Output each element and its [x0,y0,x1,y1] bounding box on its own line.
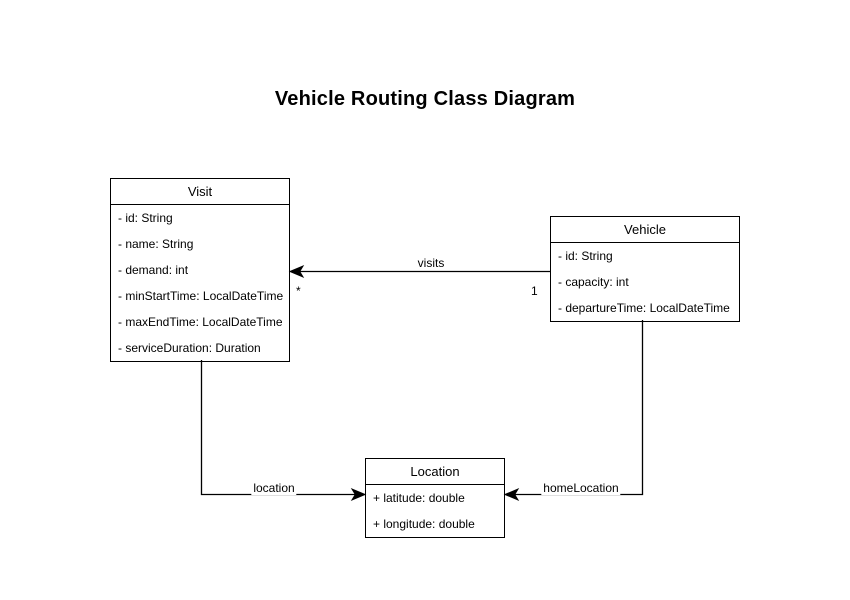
association-homelocation [503,320,644,502]
class-attribute: - serviceDuration: Duration [118,341,261,355]
edge-label-visits: visits [415,256,447,270]
class-box-location: Location + latitude: double + longitude:… [365,458,505,538]
arrowhead-left-icon [503,487,520,502]
class-box-visit: Visit - id: String - name: String - dema… [110,178,290,362]
edge-label-location: location [251,481,297,495]
class-attribute: - name: String [118,237,194,251]
edge-label-homelocation: homeLocation [541,481,621,495]
arrowhead-right-icon [350,487,367,502]
class-attribute: + longitude: double [373,517,475,531]
multiplicity-vehicle-side: 1 [531,284,538,298]
class-attribute: - minStartTime: LocalDateTime [118,289,284,303]
class-attribute: - departureTime: LocalDateTime [558,301,730,315]
class-attribute: - maxEndTime: LocalDateTime [118,315,283,329]
class-attribute: - capacity: int [558,275,629,289]
association-location [200,360,367,502]
class-attribute: + latitude: double [373,491,465,505]
class-name-location: Location [366,459,504,485]
diagram-title: Vehicle Routing Class Diagram [274,88,576,110]
multiplicity-visit-side: * [296,284,301,298]
arrowhead-left-icon [288,264,305,279]
class-attribute: - demand: int [118,263,189,277]
class-name-vehicle: Vehicle [551,217,739,243]
class-attribute: - id: String [118,211,173,225]
class-box-vehicle: Vehicle - id: String - capacity: int - d… [550,216,740,322]
class-name-visit: Visit [111,179,289,205]
class-attribute: - id: String [558,249,613,263]
